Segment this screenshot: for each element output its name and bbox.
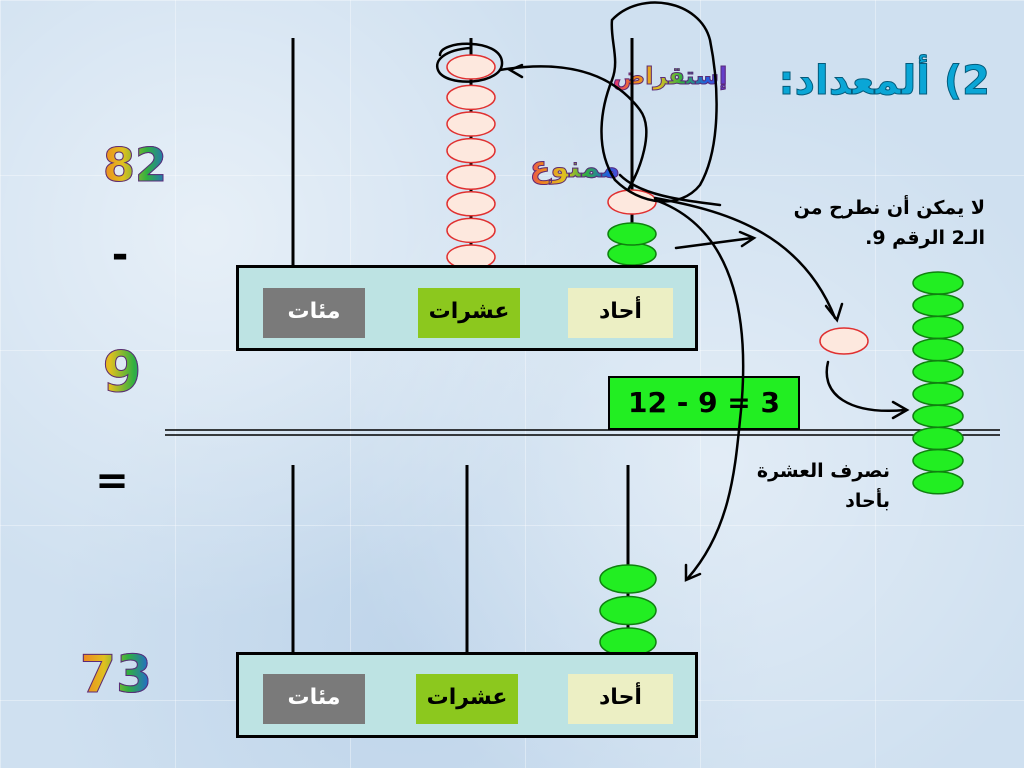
top-tens-bead xyxy=(446,164,496,190)
exchanged-ones-bead xyxy=(912,404,964,428)
arrow-to-note xyxy=(674,236,754,250)
note-exchange-line2: بأحاد xyxy=(845,490,890,512)
note-cannot-subtract-line2: الـ2 الرقم 9. xyxy=(865,227,985,249)
minus-sign: - xyxy=(111,232,129,278)
top-label-hundreds: مئات xyxy=(263,288,365,338)
exchanged-ones-bead xyxy=(912,360,964,384)
top-label-ones: أحاد xyxy=(568,288,673,338)
bottom-label-ones: أحاد xyxy=(568,674,673,724)
loop-borrow xyxy=(600,1,718,203)
beads-layer xyxy=(446,54,964,657)
minuend: 82 xyxy=(75,138,195,193)
bottom-ones-bead xyxy=(599,564,657,594)
arrow-to-bottom-ones xyxy=(653,198,745,580)
arrow-to-loose-bead xyxy=(653,196,837,320)
result: 73 xyxy=(56,645,176,706)
arrow-head-note xyxy=(738,230,757,248)
top-tens-bead xyxy=(446,191,496,217)
arrow-head-ten-beads xyxy=(891,400,910,420)
arrow-head-bottom-ones xyxy=(684,563,702,582)
loose-ten-bead xyxy=(819,327,869,355)
top-ones-bead xyxy=(607,222,657,246)
bottom-ones-bead xyxy=(599,595,657,626)
note-exchange: نصرف العشرة بأحاد xyxy=(740,456,890,516)
arrow-head-loose-bead xyxy=(824,302,844,323)
exchanged-ones-bead xyxy=(912,382,964,406)
arrow-tens-to-ones xyxy=(498,65,648,192)
equation-box: 12 - 9 = 3 xyxy=(608,376,800,430)
note-cannot-subtract-line1: لا يمكن أن نطرح من xyxy=(793,197,985,219)
equals-sign: = xyxy=(95,458,129,504)
exchanged-ones-bead xyxy=(912,448,964,473)
top-ones-bead xyxy=(607,242,657,266)
note-cannot-subtract: لا يمكن أن نطرح من الـ2 الرقم 9. xyxy=(760,193,985,253)
arrow-to-ten-beads xyxy=(825,360,907,412)
top-label-tens: عشرات xyxy=(418,288,520,338)
exchanged-ones-bead xyxy=(912,271,964,295)
circle-top-tens-bead xyxy=(435,42,504,83)
subtrahend: 9 xyxy=(62,340,182,406)
top-tens-bead-borrowed xyxy=(446,54,496,80)
loop-tail xyxy=(618,173,722,207)
slide-title: 2) ألمعداد: xyxy=(778,58,991,105)
exchanged-ones-bead xyxy=(912,337,964,362)
top-tens-bead xyxy=(446,111,496,137)
note-exchange-line1: نصرف العشرة xyxy=(756,460,890,482)
top-tens-bead xyxy=(446,137,496,164)
bottom-label-tens: عشرات xyxy=(416,674,518,724)
top-tens-bead xyxy=(446,84,496,111)
exchanged-ones-bead xyxy=(912,293,964,317)
exchanged-ones-bead xyxy=(912,426,964,451)
exchanged-ones-bead xyxy=(912,315,964,340)
arrow-head-left-top xyxy=(507,63,524,79)
top-tens-bead xyxy=(446,217,496,244)
annotation-strokes xyxy=(435,1,910,582)
exchanged-ones-bead xyxy=(912,471,964,495)
bottom-label-hundreds: مئات xyxy=(263,674,365,724)
